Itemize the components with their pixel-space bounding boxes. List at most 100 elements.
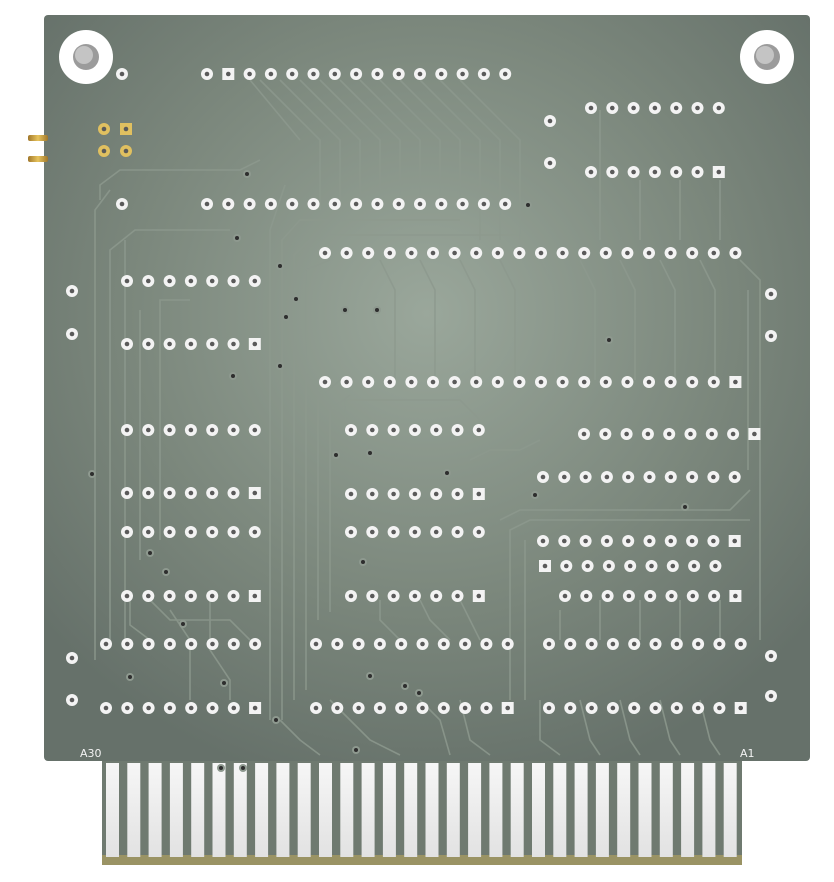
- drill-hole: [649, 563, 654, 569]
- trace: [159, 299, 190, 540]
- edge-finger: [148, 763, 162, 857]
- via-hole: [368, 451, 372, 455]
- trace: [109, 229, 230, 640]
- drill-hole: [589, 641, 594, 647]
- drill-hole: [547, 160, 553, 166]
- drill-hole: [439, 201, 444, 207]
- drill-hole: [398, 705, 404, 711]
- drill-hole: [311, 201, 316, 207]
- drill-hole: [348, 529, 354, 535]
- trace: [209, 600, 231, 700]
- edge-finger: [255, 763, 269, 857]
- via-hole: [361, 560, 365, 564]
- drill-hole: [473, 250, 479, 256]
- drill-hole: [709, 431, 715, 437]
- drill-hole: [210, 641, 215, 647]
- drill-hole: [542, 563, 548, 569]
- trace: [459, 599, 481, 641]
- drill-hole: [188, 427, 194, 433]
- drill-hole: [732, 474, 737, 480]
- drill-hole: [124, 490, 130, 496]
- drill-hole: [430, 250, 436, 256]
- drill-hole: [370, 427, 375, 433]
- drill-hole: [344, 379, 349, 385]
- edge-finger: [446, 763, 460, 857]
- drill-hole: [711, 379, 717, 385]
- drill-hole: [167, 278, 172, 284]
- trace: [419, 259, 436, 380]
- drill-hole: [209, 529, 215, 535]
- drill-hole: [146, 490, 151, 496]
- trace: [129, 600, 151, 641]
- drill-hole: [252, 705, 258, 711]
- via-hole: [368, 674, 372, 678]
- via-hole: [343, 308, 347, 312]
- trace: [359, 79, 421, 210]
- drill-hole: [583, 538, 588, 544]
- trace: [149, 599, 251, 641]
- drill-hole: [584, 593, 589, 599]
- drill-hole: [610, 169, 615, 175]
- trace: [379, 79, 441, 210]
- trace: [659, 259, 676, 380]
- drill-hole: [733, 593, 738, 599]
- drill-hole: [167, 641, 173, 647]
- drill-hole: [231, 341, 236, 347]
- via-hole: [90, 472, 94, 476]
- drill-hole: [625, 538, 631, 544]
- edge-finger: [617, 763, 631, 857]
- trace: [739, 259, 761, 640]
- drill-hole: [417, 201, 423, 207]
- trace: [281, 219, 460, 720]
- via-hole: [164, 570, 168, 574]
- drill-hole: [674, 705, 680, 711]
- drill-hole: [167, 705, 173, 711]
- edge-finger: [723, 763, 737, 857]
- drill-hole: [167, 529, 172, 535]
- drill-hole: [568, 705, 573, 711]
- trace: [94, 189, 111, 660]
- drill-hole: [433, 529, 439, 535]
- drill-hole: [69, 288, 75, 294]
- drill-hole: [646, 250, 652, 256]
- drill-hole: [356, 705, 361, 711]
- edge-fingers: [106, 763, 737, 857]
- via-hole: [235, 236, 239, 240]
- drill-hole: [695, 169, 700, 175]
- edge-finger: [127, 763, 141, 857]
- via-hole: [403, 684, 407, 688]
- drill-hole: [125, 705, 130, 711]
- edge-finger: [468, 763, 482, 857]
- drill-hole: [689, 250, 695, 256]
- drill-hole: [455, 491, 460, 497]
- drill-hole: [247, 71, 252, 77]
- drill-hole: [625, 474, 631, 480]
- drill-hole: [146, 641, 151, 647]
- via-hole: [219, 766, 223, 770]
- drill-hole: [589, 705, 594, 711]
- drill-hole: [231, 593, 236, 599]
- drill-hole: [695, 105, 700, 111]
- mounting-hole-right: [740, 30, 794, 84]
- drill-hole: [188, 529, 194, 535]
- drill-hole: [517, 250, 522, 256]
- trace: [619, 259, 636, 380]
- drill-hole: [344, 250, 349, 256]
- trace: [329, 394, 351, 612]
- drill-hole: [606, 563, 612, 569]
- drill-hole: [562, 538, 567, 544]
- drill-hole: [562, 593, 568, 599]
- drill-hole: [564, 563, 569, 569]
- drill-hole: [689, 538, 695, 544]
- drill-hole: [476, 529, 482, 535]
- drill-hole: [322, 250, 328, 256]
- edge-finger: [382, 763, 396, 857]
- drill-hole: [124, 341, 130, 347]
- via-hole: [241, 766, 245, 770]
- drill-hole: [365, 250, 371, 256]
- drill-hole: [652, 169, 658, 175]
- drill-hole: [540, 538, 546, 544]
- drill-hole: [666, 431, 672, 437]
- via-hole: [533, 493, 537, 497]
- drill-hole: [188, 593, 194, 599]
